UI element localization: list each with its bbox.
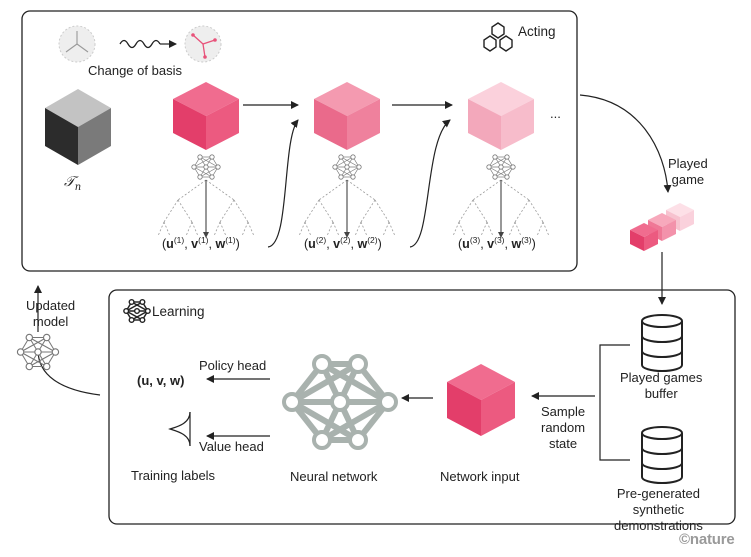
acting-hexagon-icon (483, 22, 513, 52)
policy-head-label: Policy head (199, 358, 267, 373)
acting-cube-3 (468, 82, 534, 150)
search-tree-3 (452, 179, 550, 239)
played-games-db-icon (641, 314, 683, 372)
acting-panel (21, 10, 578, 272)
updated-model-arrow (37, 349, 101, 396)
tensor-symbol: 𝒯 (64, 174, 75, 190)
synthetic-demonstrations-label: Pre-generated synthetic demonstrations (614, 486, 703, 533)
played-game-cubes (630, 203, 694, 251)
value-head-label: Value head (199, 439, 264, 454)
neural-network-graphic (282, 354, 398, 450)
updated-model-network-icon (16, 333, 60, 371)
nature-logo: ©nature (679, 531, 735, 548)
played-game-label: Played game (668, 156, 708, 187)
value-distribution-icon (168, 411, 191, 447)
learning-panel (108, 289, 736, 525)
neural-network-label: Neural network (290, 469, 378, 484)
played-game-arrow (579, 94, 672, 193)
tensor-cube (45, 89, 111, 165)
synthetic-db-icon (641, 426, 683, 484)
basis-circle-right-icon (184, 25, 222, 63)
tensor-label: 𝒯n (64, 174, 81, 196)
uvw-step-3: (u(3), v(3), w(3)) (458, 235, 536, 251)
update-curve-2 (409, 119, 451, 248)
tensor-subscript: n (74, 181, 82, 193)
search-tree-1 (157, 179, 255, 239)
acting-title: Acting (518, 24, 556, 39)
acting-cube-1 (173, 82, 239, 150)
acting-cube-2 (314, 82, 380, 150)
uvw-step-1: (u(1), v(1), w(1)) (162, 235, 240, 251)
training-labels: Training labels (131, 468, 216, 483)
acting-network-icon-1 (191, 154, 221, 180)
uvw-output: (u, v, w) (137, 373, 185, 388)
update-curve-1 (267, 119, 299, 248)
acting-network-icon-2 (332, 154, 362, 180)
network-input-cube (447, 364, 515, 436)
sample-random-state-label: Sample random state (541, 404, 586, 451)
change-of-basis-wave (119, 39, 161, 49)
learning-title: Learning (152, 304, 205, 319)
basis-circle-left-icon (58, 25, 96, 63)
change-of-basis-label: Change of basis (88, 63, 182, 78)
uvw-step-2: (u(2), v(2), w(2)) (304, 235, 382, 251)
updated-model-label: Updated model (26, 298, 76, 329)
network-input-label: Network input (440, 469, 520, 484)
learning-network-icon (123, 298, 151, 324)
sources-bracket (599, 344, 630, 461)
search-tree-2 (298, 179, 396, 239)
ellipsis: ... (550, 106, 561, 121)
acting-network-icon-3 (486, 154, 516, 180)
played-games-buffer-label: Played games buffer (620, 370, 703, 401)
